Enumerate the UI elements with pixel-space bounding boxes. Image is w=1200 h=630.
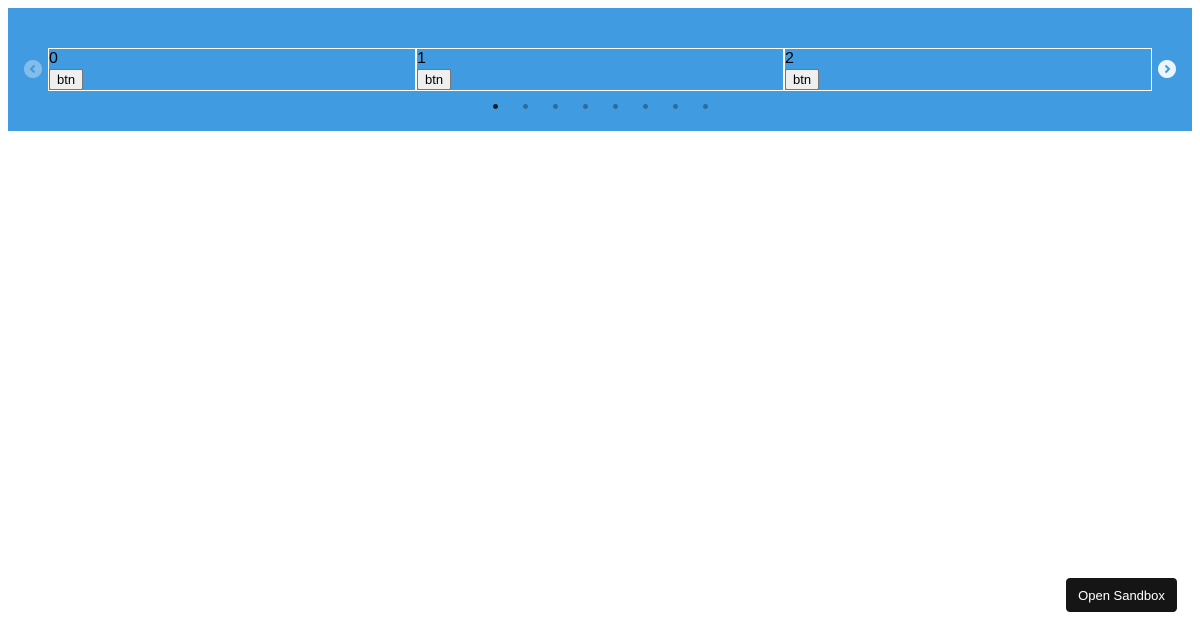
- dot-indicator: [492, 103, 498, 109]
- slide: 1 btn: [416, 48, 784, 91]
- pagination-dot[interactable]: [510, 101, 540, 111]
- slide: 2 btn: [784, 48, 1152, 91]
- dot-indicator: [552, 103, 558, 109]
- pagination-dot[interactable]: [570, 101, 600, 111]
- slide-button[interactable]: btn: [49, 69, 84, 90]
- chevron-right-icon: [1164, 64, 1171, 74]
- slide-number: 0: [49, 50, 58, 67]
- pagination-dot[interactable]: [600, 101, 630, 111]
- dot-indicator: [522, 103, 528, 109]
- pagination-dot[interactable]: [480, 101, 510, 111]
- dot-indicator: [702, 103, 708, 109]
- dot-indicator: [612, 103, 618, 109]
- pagination-dot[interactable]: [540, 101, 570, 111]
- slide-button[interactable]: btn: [785, 69, 820, 90]
- pagination-dot[interactable]: [630, 101, 660, 111]
- dot-indicator: [582, 103, 588, 109]
- pagination-dot[interactable]: [660, 101, 690, 111]
- chevron-left-icon: [29, 64, 36, 74]
- slide-button[interactable]: btn: [417, 69, 452, 90]
- pagination-dot[interactable]: [690, 101, 720, 111]
- slide: 0 btn: [48, 48, 416, 91]
- open-sandbox-button[interactable]: Open Sandbox: [1066, 578, 1177, 612]
- slide-number: 1: [417, 50, 426, 67]
- dot-indicator: [672, 103, 678, 109]
- carousel: 0 btn 1 btn 2 btn: [8, 8, 1192, 131]
- pagination-dots: [480, 101, 720, 111]
- dot-indicator: [642, 103, 648, 109]
- slide-number: 2: [785, 50, 794, 67]
- next-arrow-button[interactable]: [1158, 60, 1176, 78]
- prev-arrow-button[interactable]: [24, 60, 42, 78]
- slide-track: 0 btn 1 btn 2 btn: [48, 48, 1152, 91]
